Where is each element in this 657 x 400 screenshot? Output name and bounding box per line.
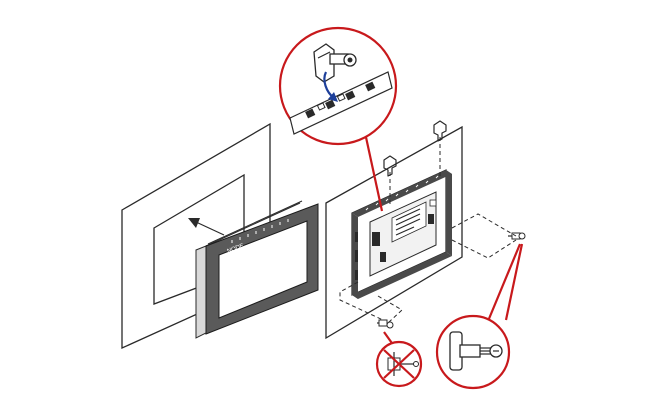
screw-icon xyxy=(339,213,526,329)
clip-callout xyxy=(278,26,398,212)
screw-callout xyxy=(435,243,524,390)
brand-mark: NODE xyxy=(227,243,245,255)
mounting-clip-icon xyxy=(383,120,447,205)
hmi-device-front: NODE xyxy=(195,200,319,339)
insert-arrow-icon xyxy=(188,218,225,236)
prohibited-icon xyxy=(375,331,423,388)
hmi-device-rear xyxy=(351,169,452,299)
